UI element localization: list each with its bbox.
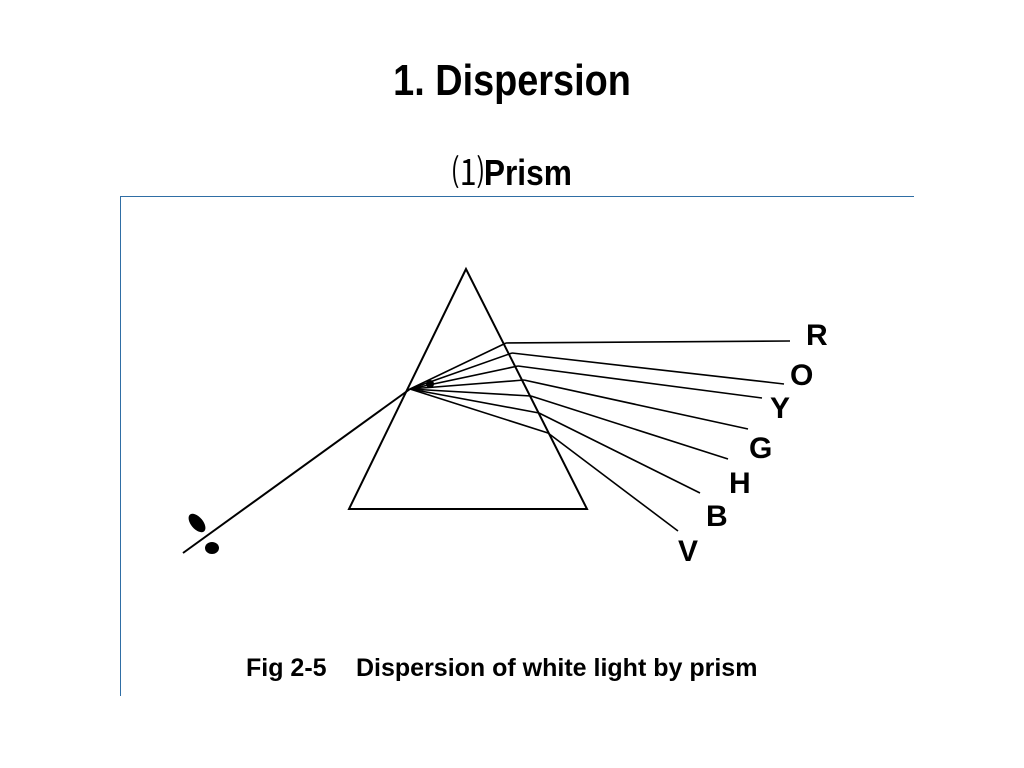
ray-red [505,340,791,344]
light-source-icon [188,513,219,554]
slide-subtitle: ⑴Prism [61,144,962,196]
figure-caption-text: Dispersion of white light by prism [356,654,757,682]
subtitle-text: Prism [483,152,572,193]
figure-caption-number: Fig 2-5 [246,654,327,682]
figure-frame [120,196,914,696]
label-r: R [806,319,828,352]
prism-triangle [347,266,589,510]
ray-blue [538,412,701,494]
label-v: V [678,535,698,568]
ray-orange [511,352,785,385]
label-b: B [706,500,728,533]
internal-rays [409,342,549,434]
incident-ray [182,388,411,554]
label-o: O [790,359,813,392]
emergent-rays [505,340,791,532]
ray-violet [547,432,679,532]
ray-h [530,395,729,460]
ray-yellow [517,365,763,399]
ray-green [523,379,749,430]
subtitle-number: ⑴ [452,153,484,194]
label-h: H [729,467,751,500]
slide-title: 1. Dispersion [393,56,631,105]
label-y: Y [770,392,790,425]
label-g: G [749,432,772,465]
